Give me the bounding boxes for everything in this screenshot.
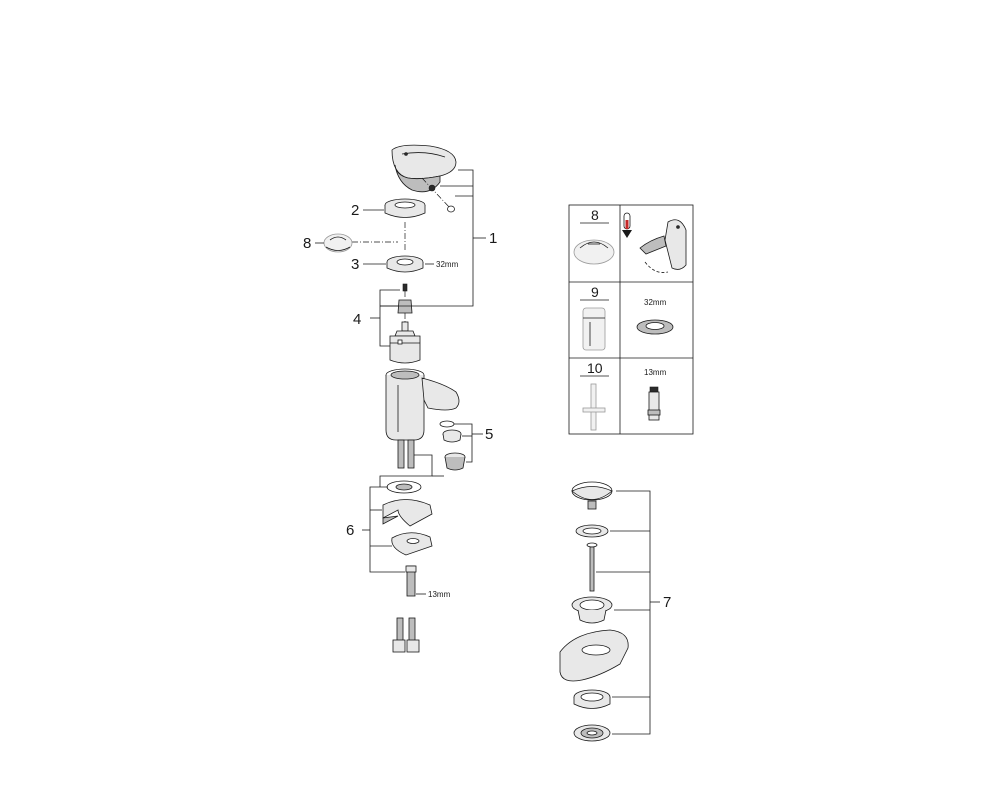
table-row-10-number: 10 (587, 360, 603, 376)
callout-1-bracket (380, 169, 486, 307)
callout-4: 4 (353, 311, 361, 328)
table-row-9-dimension: 32mm (644, 298, 667, 307)
dimension-32mm: 32mm (436, 260, 459, 269)
table-cartridge-part (582, 307, 606, 351)
cartridge-pin (402, 283, 408, 292)
table-row-10-dimension: 13mm (644, 368, 667, 377)
cover-cap (384, 198, 426, 218)
cartridge-nut (386, 255, 434, 273)
table-adapter-part (647, 386, 661, 421)
waste-plug-cap (571, 481, 613, 510)
callout-7: 7 (663, 594, 671, 611)
threaded-rod (405, 565, 426, 597)
waste-gasket (573, 689, 611, 709)
callout-5-bracket (454, 423, 483, 463)
hose-bracket (379, 454, 444, 487)
table-nut-part (636, 319, 674, 335)
aerator-housing (444, 452, 466, 471)
supply-hoses (397, 439, 415, 469)
handle-screw (421, 177, 455, 213)
aerator-seal (439, 420, 455, 428)
callout-8: 8 (303, 235, 311, 252)
callout-2: 2 (351, 202, 359, 219)
aerator-insert (442, 429, 462, 443)
waste-nut (573, 724, 611, 742)
dimension-13mm: 13mm (428, 590, 451, 599)
callout-4-bracket (370, 289, 400, 347)
callout-6: 6 (346, 522, 354, 539)
callout-1: 1 (489, 230, 497, 247)
callout-3: 3 (351, 256, 359, 273)
table-row-8-number: 8 (591, 207, 599, 223)
lever-handle (391, 144, 457, 193)
thermometer-icon (622, 212, 632, 238)
table-tool-part (582, 383, 606, 431)
table-row-9-number: 9 (591, 284, 599, 300)
waste-screw (586, 542, 598, 592)
waste-flange (571, 596, 613, 624)
fixing-bracket (391, 532, 433, 556)
cartridge-adapter (397, 291, 413, 314)
waste-basin-section (559, 629, 629, 682)
table-limiter-part (573, 239, 615, 265)
callout-6-bracket (362, 486, 405, 573)
cartridge (389, 313, 421, 364)
handle-rotation-icon (639, 219, 687, 273)
hose-connectors (392, 617, 420, 653)
fixing-horseshoe-washer (382, 499, 433, 527)
lever-limiter (323, 233, 353, 253)
fixing-seal (386, 480, 422, 494)
faucet-body (385, 368, 460, 441)
waste-seal-ring (575, 524, 609, 538)
spares-table (568, 204, 694, 435)
callout-5: 5 (485, 426, 493, 443)
callout-7-bracket (596, 490, 660, 735)
